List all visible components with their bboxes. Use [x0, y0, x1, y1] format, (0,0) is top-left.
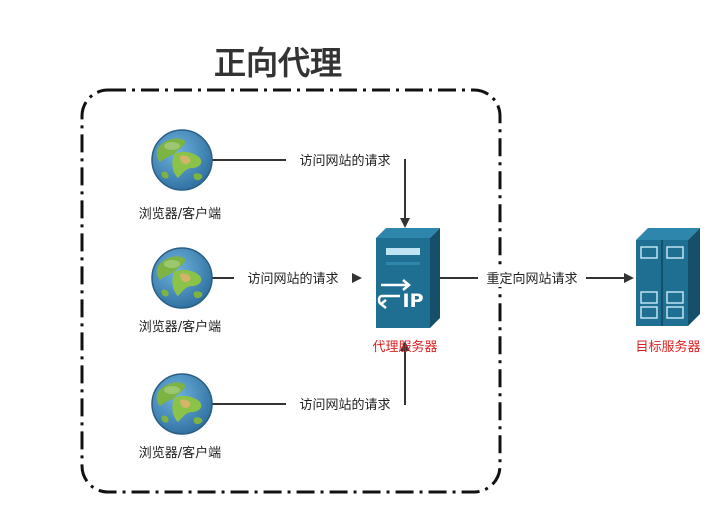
ip-badge: IP [403, 290, 424, 312]
target-server-node: 目标服务器 [635, 228, 701, 355]
client-label: 浏览器/客户端 [139, 445, 221, 461]
edge-label-2: 访问网站的请求 [247, 271, 338, 287]
server-rack-icon [636, 228, 700, 326]
proxy-boundary-frame [80, 88, 502, 494]
proxy-server-icon: IP [376, 228, 440, 328]
edge-label-forward: 重定向网站请求 [486, 271, 577, 287]
edge-label-1: 访问网站的请求 [299, 153, 390, 169]
diagram-title: 正向代理 [214, 44, 342, 82]
client-label: 浏览器/客户端 [139, 319, 221, 335]
proxy-server-node: IP 代理服务器 [372, 228, 440, 355]
globe-icon [151, 373, 213, 435]
target-server-label: 目标服务器 [635, 339, 700, 355]
client-node-1: 浏览器/客户端 [139, 129, 221, 222]
globe-icon [151, 129, 213, 191]
client-node-3: 浏览器/客户端 [139, 373, 221, 461]
connector-client-3 [212, 341, 410, 405]
client-label: 浏览器/客户端 [139, 206, 221, 222]
connector-client-1 [212, 159, 410, 228]
edge-label-3: 访问网站的请求 [299, 397, 390, 413]
proxy-server-label: 代理服务器 [372, 339, 437, 355]
client-node-2: 浏览器/客户端 [139, 247, 221, 335]
globe-icon [151, 247, 213, 309]
